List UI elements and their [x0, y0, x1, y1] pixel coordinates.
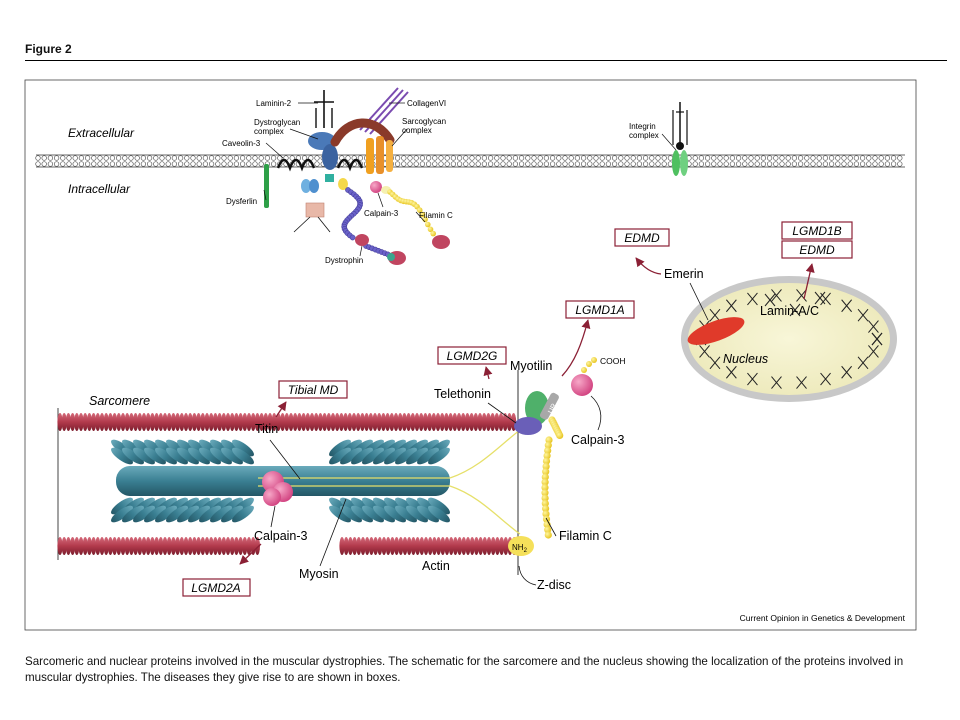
sarcoglycan-label-2: complex — [402, 126, 432, 135]
membrane-protein-complex — [264, 87, 688, 265]
telethonin-pointer — [487, 402, 517, 424]
lgmd2a-box — [182, 578, 251, 597]
edmd-text: EDMD — [624, 231, 660, 245]
edmd-nuclear-box — [781, 240, 853, 259]
tibial-md-text: Tibial MD — [288, 383, 339, 397]
myosin-heads — [111, 439, 450, 523]
lgmd1b-text: LGMD1B — [792, 224, 841, 238]
emerin-pointer — [689, 282, 709, 321]
lgmd1a-text: LGMD1A — [575, 303, 624, 317]
titin-calpain-3 — [262, 471, 293, 506]
intracellular-label: Intracellular — [68, 182, 131, 196]
dystroglycan-label-2: complex — [254, 127, 284, 136]
right-calpain-3-label: Calpain-3 — [571, 433, 625, 447]
filamin-c-chain — [541, 416, 564, 539]
ur-label: UR — [547, 403, 558, 415]
z-disc-pointer — [518, 565, 537, 586]
filamin-c-pointer — [545, 517, 557, 537]
z-disc-label: Z-disc — [537, 578, 571, 592]
ur-region — [539, 392, 559, 420]
collagen-vi-label: CollagenVI — [407, 99, 446, 108]
myotilin-label: Myotilin — [510, 359, 552, 373]
membrane-callouts — [263, 102, 677, 257]
actin-label: Actin — [422, 559, 450, 573]
lgmd2a-text: LGMD2A — [191, 581, 240, 595]
sarcomere-title: Sarcomere — [89, 394, 150, 408]
cell-membrane — [35, 154, 905, 168]
nucleus — [681, 276, 897, 402]
integrin-label-2: complex — [629, 131, 659, 140]
figure-rule — [25, 60, 947, 61]
lgmd2g-box — [437, 346, 507, 365]
lgmd1a-box — [565, 300, 635, 319]
emerin-label: Emerin — [664, 267, 704, 281]
calpain-3-pointer — [270, 505, 276, 528]
myosin-pointer — [319, 498, 347, 567]
titin-to-zdisc-upper — [449, 429, 521, 479]
telethonin-protein — [514, 417, 542, 435]
titin-pointer — [269, 439, 301, 480]
cooh-bead-2 — [586, 361, 592, 367]
integrin-label-1: Integrin — [629, 122, 656, 131]
cooh-label: COOH — [600, 356, 626, 366]
laminin-2-label: Laminin-2 — [256, 99, 292, 108]
cooh-bead-1 — [581, 367, 587, 373]
cooh-bead-3 — [591, 357, 597, 363]
lgmd1b-box — [781, 221, 853, 240]
lamin-ac-label: Lamin-A/C — [760, 304, 819, 318]
sarcomere-calpain-3-label: Calpain-3 — [254, 529, 308, 543]
lgmd2g-text: LGMD2G — [447, 349, 498, 363]
membrane-calpain-3-label: Calpain-3 — [364, 209, 399, 218]
titin-label: Titin — [255, 422, 278, 436]
right-calpain-3-protein — [571, 374, 593, 396]
filamin-c-label: Filamin C — [559, 529, 612, 543]
figure-caption: Sarcomeric and nuclear proteins involved… — [25, 655, 904, 684]
figure-frame — [24, 79, 917, 631]
extracellular-label: Extracellular — [68, 126, 135, 140]
right-calpain-3-pointer — [590, 395, 602, 431]
caveolin-3-label: Caveolin-3 — [222, 139, 261, 148]
membrane-filamin-c-label: Filamin C — [419, 211, 453, 220]
dysferlin-label: Dysferlin — [226, 197, 257, 206]
emerin-protein — [687, 317, 745, 345]
figure-credit: Current Opinion in Genetics & Developmen… — [740, 613, 906, 623]
dystrophin-label: Dystrophin — [325, 256, 363, 265]
nucleus-label: Nucleus — [723, 352, 768, 366]
edmd-box — [614, 228, 670, 247]
nh2-label: NH2 — [512, 543, 528, 554]
nh2-terminal — [508, 536, 534, 556]
actin-filaments — [57, 413, 517, 555]
sarcoglycan-label-1: Sarcoglycan — [402, 117, 446, 126]
telethonin-label: Telethonin — [434, 387, 491, 401]
titin-to-zdisc-lower — [449, 485, 521, 535]
edmd-nuclear-text: EDMD — [799, 243, 835, 257]
tibial-md-box — [278, 380, 348, 399]
lamin-network — [695, 289, 883, 389]
figure-heading: Figure 2 — [25, 42, 72, 56]
lipid-bilayer — [35, 155, 903, 167]
disease-arrows — [239, 257, 815, 565]
dystroglycan-label-1: Dystroglycan — [254, 118, 300, 127]
myosin-label: Myosin — [299, 567, 339, 581]
